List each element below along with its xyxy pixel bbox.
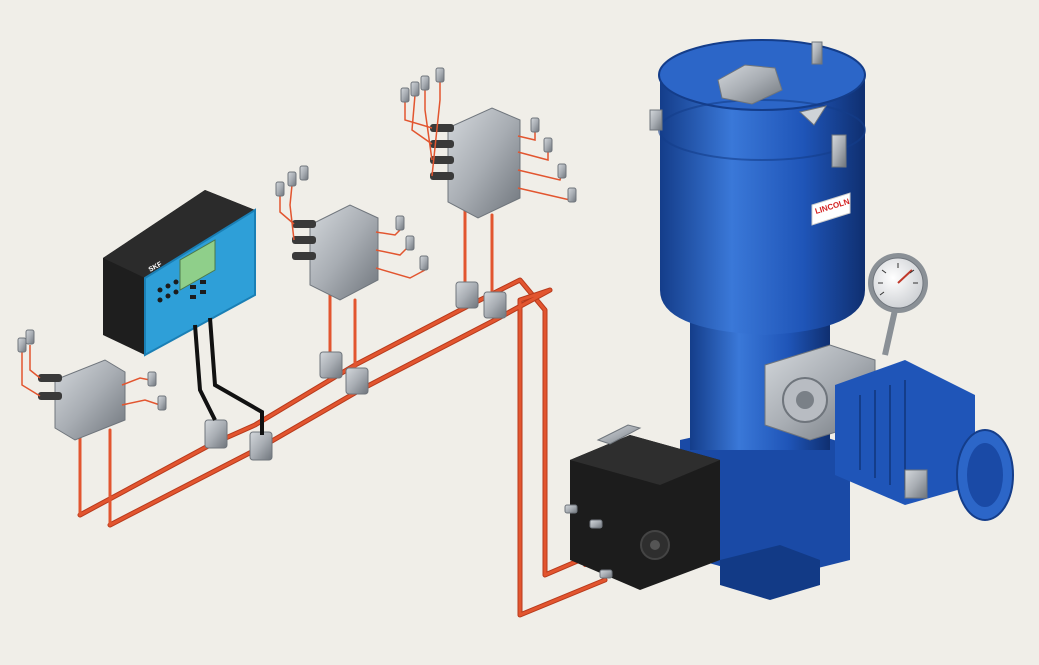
supply-line-2 [107, 287, 608, 618]
controller-buttons [157, 279, 206, 303]
controller-cable-2 [208, 317, 264, 435]
distributor-middle [275, 165, 429, 301]
pump-reservoir: LINCOLN [649, 39, 866, 600]
brand-label: LINCOLN [811, 192, 851, 226]
motor-fan-cover [967, 443, 1003, 507]
gauge-needle [897, 269, 913, 284]
distributor-left [17, 329, 167, 441]
supply-line-2-highlight [108, 288, 607, 617]
controller-display [179, 239, 216, 291]
distributor-top [400, 67, 577, 219]
pressure-relief-valve-block [564, 424, 720, 590]
electric-motor [835, 360, 1014, 521]
tee-connectors [204, 281, 507, 461]
controller-cable-1 [193, 324, 217, 421]
controller-unit: SKF [103, 190, 264, 435]
pressure-gauge [868, 253, 928, 356]
